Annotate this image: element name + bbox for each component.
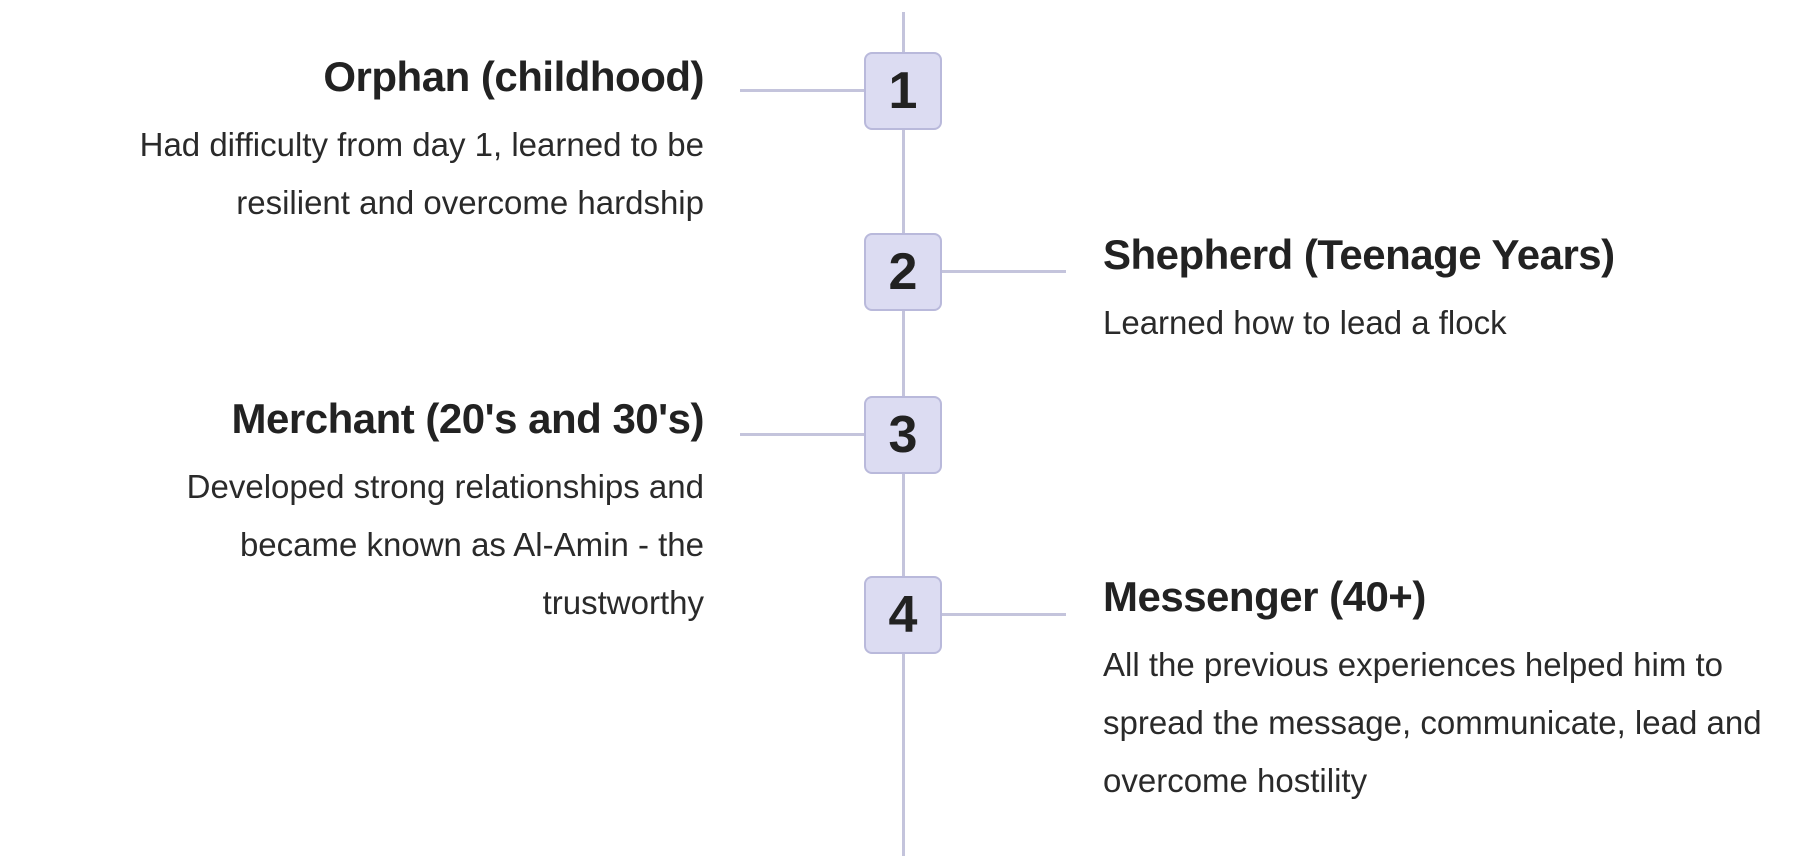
connector-line-4: [942, 613, 1066, 616]
timeline-entry-3: Merchant (20's and 30's) Developed stron…: [44, 394, 705, 632]
connector-line-2: [942, 270, 1066, 273]
step-number: 4: [888, 586, 918, 644]
step-number: 3: [888, 406, 918, 464]
step-badge-3: 3: [864, 396, 942, 474]
timeline-entry-1: Orphan (childhood) Had difficulty from d…: [44, 52, 705, 232]
step-badge-2: 2: [864, 233, 942, 311]
connector-line-1: [740, 89, 864, 92]
timeline-entry-4: Messenger (40+) All the previous experie…: [1103, 572, 1783, 810]
entry-title: Messenger (40+): [1103, 573, 1426, 620]
entry-description: Developed strong relationships and becam…: [186, 468, 704, 621]
step-badge-1: 1: [864, 52, 942, 130]
entry-description: Learned how to lead a flock: [1103, 304, 1507, 341]
timeline-entry-2: Shepherd (Teenage Years) Learned how to …: [1103, 230, 1783, 352]
entry-title: Shepherd (Teenage Years): [1103, 231, 1615, 278]
entry-description: Had difficulty from day 1, learned to be…: [139, 126, 704, 221]
step-number: 2: [888, 243, 918, 301]
step-badge-4: 4: [864, 576, 942, 654]
step-number: 1: [888, 62, 918, 120]
entry-title: Orphan (childhood): [323, 53, 704, 100]
entry-title: Merchant (20's and 30's): [231, 395, 705, 442]
connector-line-3: [740, 433, 864, 436]
entry-description: All the previous experiences helped him …: [1103, 646, 1762, 799]
